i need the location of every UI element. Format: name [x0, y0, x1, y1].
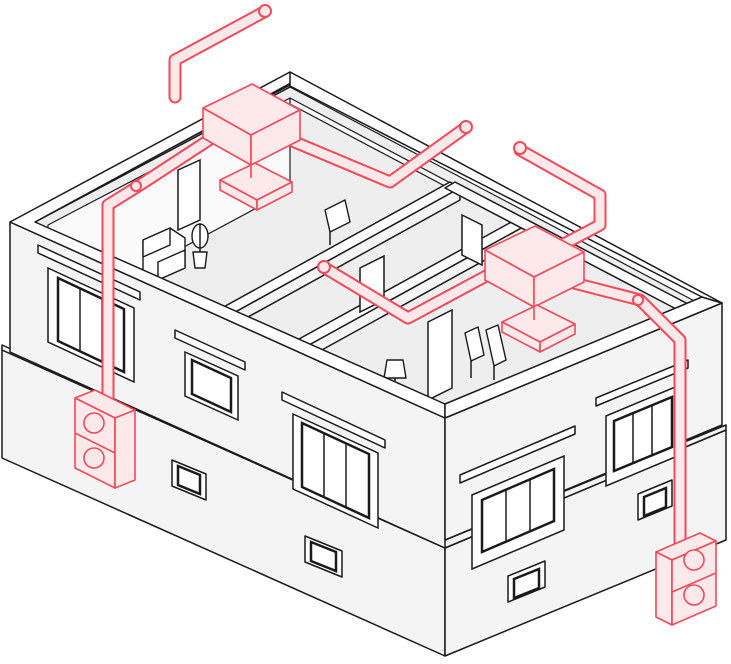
window-left-3 [281, 391, 386, 530]
window-right-2 [595, 359, 689, 488]
window-right-1 [459, 425, 576, 571]
duct-core [285, 123, 470, 187]
plinth-window-1 [171, 459, 207, 501]
plinth-window-4 [637, 479, 673, 521]
ceiling-air-handler-icon [202, 83, 301, 211]
chair-icon [464, 324, 507, 380]
duct-core [565, 277, 685, 550]
duct-system-right [317, 141, 687, 552]
duct-system-left [101, 4, 473, 407]
armchair-icon [142, 227, 186, 281]
plinth-window-2 [304, 535, 343, 578]
duct-core [320, 263, 493, 323]
ceiling-air-handler-icon [484, 225, 585, 353]
duct-core [170, 7, 269, 102]
potted-plant-icon [191, 223, 209, 269]
chair-icon [324, 199, 351, 245]
outdoor-ac-unit-icon [655, 532, 717, 626]
plinth-window-3 [507, 560, 546, 603]
duct-core [515, 145, 605, 251]
wall-rims [289, 71, 723, 304]
duct-core [103, 133, 217, 405]
window-left-2 [174, 329, 246, 422]
outdoor-ac-unit-icon [74, 389, 136, 489]
